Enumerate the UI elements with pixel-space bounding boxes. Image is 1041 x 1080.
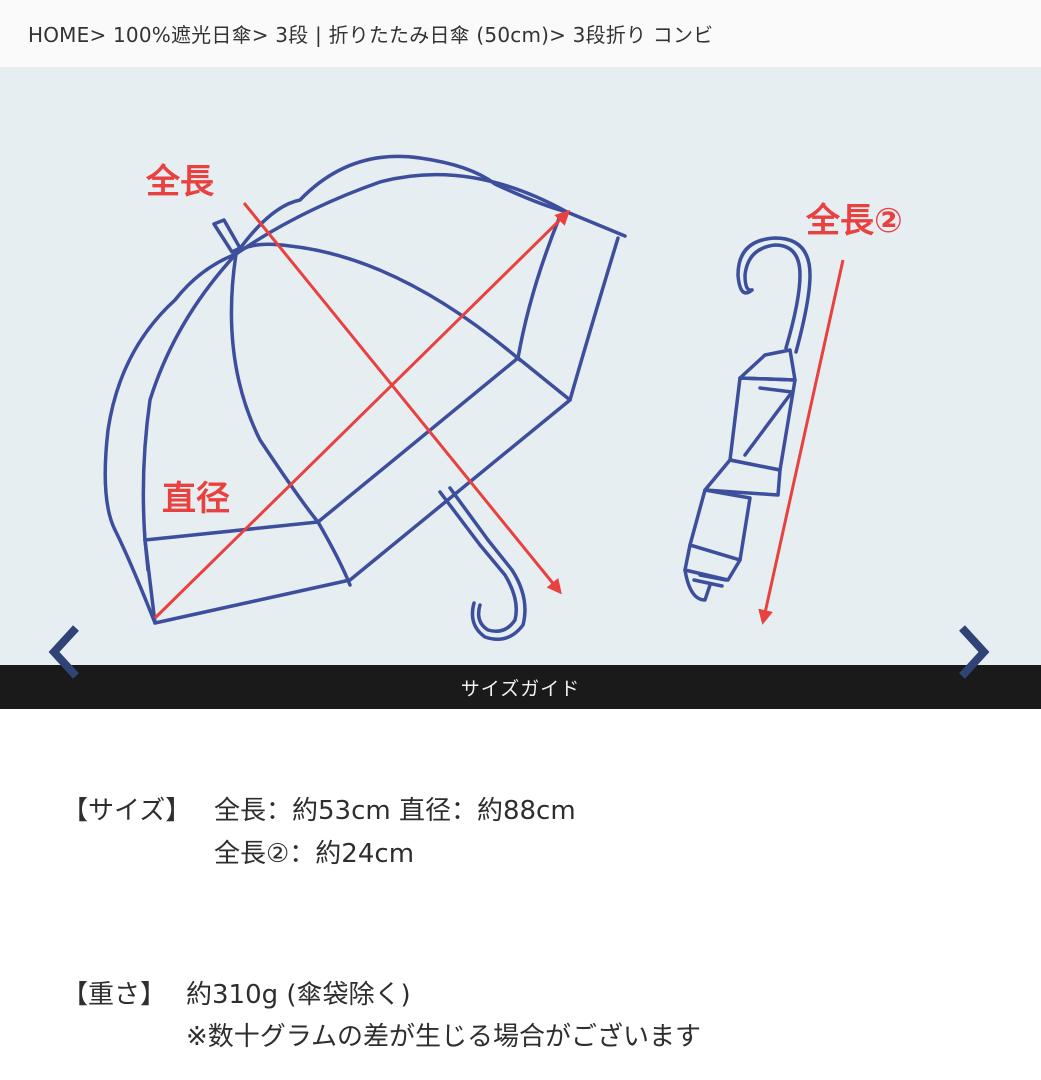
image-gallery[interactable]: 全長 直径 全長②: [0, 67, 1041, 665]
spec-size-line1: 全長：約53cm 直径：約88cm: [214, 796, 576, 826]
label-total-length-2: 全長②: [805, 201, 903, 241]
dimension-arrows-icon: [153, 202, 845, 625]
next-image-button[interactable]: [950, 624, 994, 684]
breadcrumb-text[interactable]: HOME> 100%遮光日傘> 3段 | 折りたたみ日傘 (50cm)> 3段折…: [28, 23, 714, 47]
chevron-right-icon: [959, 625, 990, 679]
breadcrumb: HOME> 100%遮光日傘> 3段 | 折りたたみ日傘 (50cm)> 3段折…: [0, 0, 1041, 67]
spec-size-label: 【サイズ】: [62, 796, 192, 826]
chevron-left-icon: [48, 625, 79, 679]
spec-weight-label: 【重さ】: [62, 980, 167, 1010]
label-diameter: 直径: [162, 479, 230, 519]
spec-weight-line2: ※数十グラムの差が生じる場合がございます: [186, 1022, 702, 1052]
image-caption: サイズガイド: [0, 665, 1041, 709]
label-total-length: 全長: [145, 162, 215, 202]
open-umbrella-icon: [103, 154, 627, 641]
size-guide-illustration: 全長 直径 全長②: [103, 154, 903, 641]
folded-umbrella-icon: [683, 236, 812, 602]
caption-text: サイズガイド: [460, 677, 581, 700]
spec-size-line2: 全長②：約24cm: [214, 839, 415, 869]
prev-image-button[interactable]: [42, 624, 86, 684]
spec-weight-line1: 約310g (傘袋除く): [186, 980, 411, 1010]
